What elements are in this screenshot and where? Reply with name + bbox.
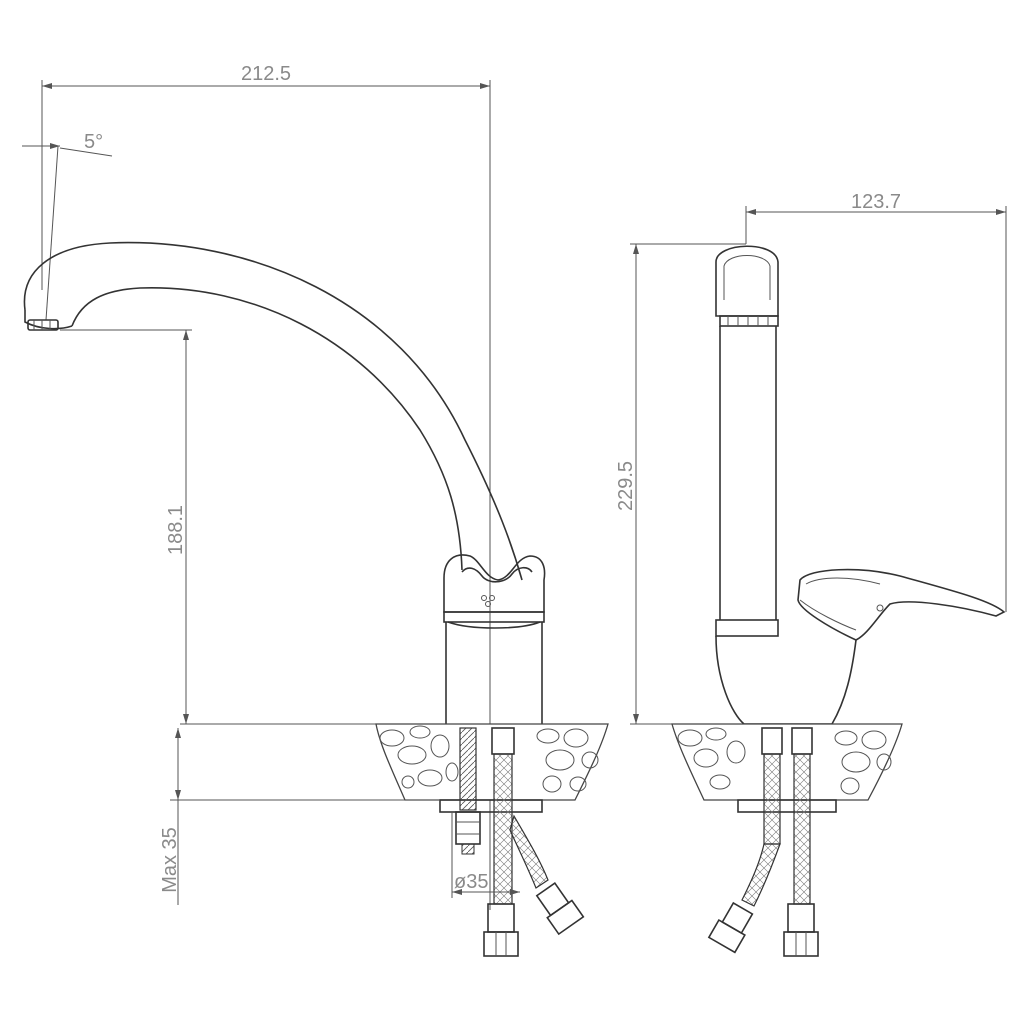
max-thickness-label: Max 35 — [159, 827, 181, 893]
countertop-front — [375, 723, 609, 813]
faucet-body-side — [715, 635, 857, 725]
spout-height-label: 188.1 — [165, 505, 187, 555]
threaded-stud — [455, 727, 481, 855]
dimension-hole-diameter: ø35 — [451, 812, 520, 898]
faucet-body — [443, 554, 546, 724]
dimension-spout-height: 188.1 — [60, 329, 446, 725]
dimension-side-depth: 123.7 — [745, 191, 1007, 612]
supply-hoses-side — [707, 727, 819, 957]
dimension-spout-angle: 5° — [22, 131, 113, 321]
dimension-max-thickness: Max 35 — [159, 728, 440, 905]
hole-diameter-label: ø35 — [454, 871, 488, 893]
handle-lever — [797, 568, 1006, 641]
spout — [23, 241, 523, 581]
spout-side — [715, 245, 779, 637]
total-height-label: 229.5 — [615, 461, 637, 511]
supply-hoses-front — [483, 727, 585, 957]
spout-reach-label: 212.5 — [241, 63, 291, 85]
dimension-spout-reach: 212.5 — [41, 63, 491, 910]
spout-angle-label: 5° — [84, 131, 103, 153]
front-view: 212.5 5° — [22, 63, 609, 957]
side-depth-label: 123.7 — [851, 191, 901, 213]
side-view: 123.7 229.5 — [615, 191, 1007, 957]
countertop-side — [671, 723, 903, 813]
